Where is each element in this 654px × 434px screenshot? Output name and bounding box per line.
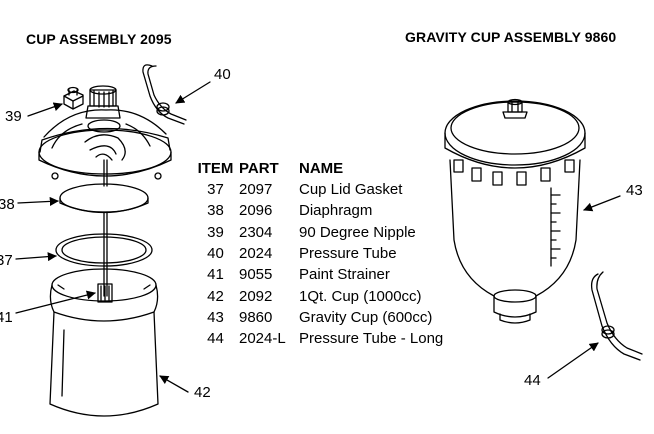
row-item: 44 (207, 330, 224, 348)
callout-39: 39 (5, 108, 22, 125)
lid-fitting-part (85, 85, 121, 119)
table-row: 42 2092 1Qt. Cup (1000cc) (192, 285, 443, 306)
callout-40: 40 (214, 66, 231, 83)
row-item: 41 (207, 266, 224, 284)
table-row: 43 9860 Gravity Cup (600cc) (192, 307, 443, 328)
gravity-cup-43-part (444, 98, 586, 324)
callout-37: 37 (0, 252, 13, 269)
row-part: 2096 (239, 202, 273, 220)
row-part: 9055 (239, 266, 273, 284)
table-row: 41 9055 Paint Strainer (192, 264, 443, 285)
row-name: Pressure Tube - Long (299, 330, 444, 348)
row-part: 2024-L (239, 330, 286, 348)
callout-42: 42 (194, 384, 211, 401)
row-item: 43 (207, 308, 224, 326)
nipple-39-part (63, 86, 84, 110)
row-part: 2304 (239, 223, 273, 241)
row-part: 9860 (239, 308, 273, 326)
cup-1qt-42-part (49, 268, 159, 417)
table-row: 39 2304 90 Degree Nipple (192, 222, 443, 243)
gravity-cup-assembly-9860-title: GRAVITY CUP ASSEMBLY 9860 (405, 29, 617, 45)
header-item: ITEM (197, 160, 234, 177)
callout-43: 43 (626, 182, 643, 199)
row-name: 90 Degree Nipple (299, 223, 416, 241)
table-row: 37 2097 Cup Lid Gasket (192, 179, 443, 200)
callout-leaders (15, 81, 621, 393)
diaphragm-38-part (59, 183, 149, 214)
callout-44: 44 (524, 372, 541, 389)
row-name: Pressure Tube (299, 245, 397, 263)
row-item: 39 (207, 223, 224, 241)
pressure-tube-long-44-part (590, 271, 643, 361)
row-name: 1Qt. Cup (1000cc) (299, 287, 422, 305)
table-row: 40 2024 Pressure Tube (192, 243, 443, 264)
parts-table: ITEM PART NAME 37 2097 Cup Lid Gasket 38… (192, 160, 444, 349)
table-row: 38 2096 Diaphragm (192, 200, 443, 221)
cup-assembly-2095-title: CUP ASSEMBLY 2095 (26, 31, 172, 47)
row-item: 42 (207, 287, 224, 305)
header-name: NAME (299, 160, 344, 177)
row-name: Diaphragm (299, 202, 373, 220)
row-item: 38 (207, 202, 224, 220)
callout-41: 41 (0, 309, 13, 326)
row-name: Gravity Cup (600cc) (299, 308, 433, 326)
cup-lid-part (38, 109, 172, 187)
row-item: 40 (207, 245, 224, 263)
paint-strainer-41-part (97, 283, 113, 303)
row-part: 2024 (239, 245, 273, 263)
row-name: Cup Lid Gasket (299, 181, 403, 199)
header-part: PART (239, 160, 279, 177)
callout-38: 38 (0, 196, 15, 213)
row-item: 37 (207, 181, 224, 199)
parts-table-header: ITEM PART NAME (192, 160, 443, 179)
row-part: 2092 (239, 287, 273, 305)
pressure-tube-40-part (142, 64, 187, 125)
row-name: Paint Strainer (299, 266, 390, 284)
row-part: 2097 (239, 181, 273, 199)
table-row: 44 2024-L Pressure Tube - Long (192, 328, 443, 349)
